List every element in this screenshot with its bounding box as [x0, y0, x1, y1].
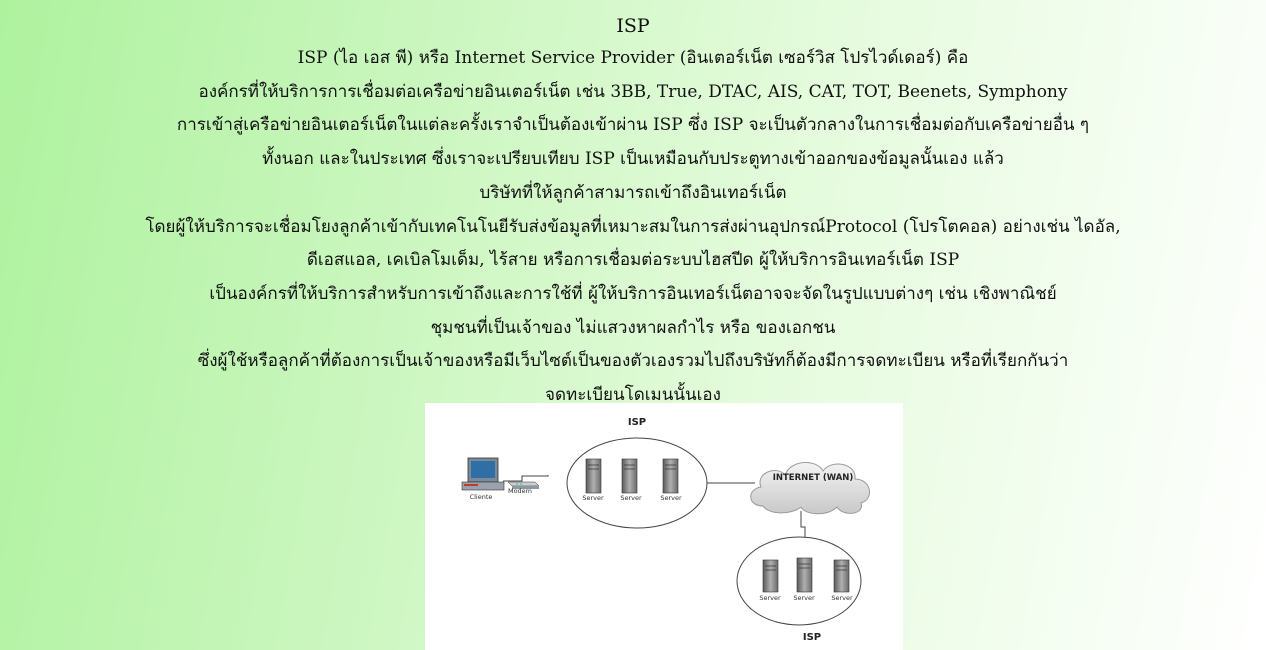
server-label: Server	[660, 494, 682, 502]
server-label: Server	[793, 594, 815, 602]
server-label: Server	[582, 494, 604, 502]
server-icon	[833, 559, 850, 593]
server-icon	[621, 458, 638, 494]
server-label: Server	[831, 594, 853, 602]
server-group-top: Server Server Server	[582, 458, 682, 502]
server-label: Server	[759, 594, 781, 602]
body-line-7: ดีเอสแอล, เคเบิลโมเด็ม, ไร้สาย หรือการเช…	[306, 250, 960, 271]
server-group-bottom: Server Server Server	[759, 557, 853, 602]
client-label: Cliente	[470, 493, 493, 501]
diagram-svg: ISP Server Server Server	[461, 417, 870, 643]
body-line-9: ชุมชนที่เป็นเจ้าของ ไม่แสวงหาผลกำไร หรือ…	[430, 317, 836, 338]
page-title: ISP	[616, 15, 650, 37]
server-label: Server	[620, 494, 642, 502]
body-line-11: จดทะเบียนโดเมนนั้นเอง	[545, 385, 721, 406]
article: ISP ISP (ไอ เอส พี) หรือ Internet Servic…	[0, 10, 1266, 413]
server-icon	[662, 458, 679, 494]
internet-label: INTERNET (WAN)	[773, 473, 854, 483]
body-line-5: บริษัทที่ให้ลูกค้าสามารถเข้าถึงอินเทอร์เ…	[479, 182, 787, 203]
server-icon	[796, 557, 813, 593]
isp-bottom-label: ISP	[803, 632, 821, 643]
body-line-6: โดยผู้ให้บริการจะเชื่อมโยงลูกค้าเข้ากับเ…	[145, 216, 1121, 237]
body-line-4: ทั้งนอก และในประเทศ ซึ่งเราจะเปรียบเทียบ…	[262, 149, 1004, 170]
server-icon	[762, 559, 779, 593]
isp-top-label: ISP	[628, 417, 646, 428]
modem-label: Modem	[508, 487, 532, 495]
body-line-3: การเข้าสู่เครือข่ายอินเตอร์เน็ตในแต่ละคร…	[176, 115, 1090, 136]
client-computer-icon	[461, 457, 505, 491]
isp-network-diagram: ISP Server Server Server	[425, 403, 903, 650]
modem-icon	[507, 481, 540, 489]
article-body: ISP (ไอ เอส พี) หรือ Internet Service Pr…	[0, 42, 1266, 413]
internet-cloud-icon	[750, 462, 870, 515]
body-line-2: องค์กรที่ให้บริการการเชื่อมต่อเครือข่ายอ…	[198, 81, 1068, 102]
body-line-8: เป็นองค์กรที่ให้บริการสำหรับการเข้าถึงแล…	[209, 283, 1057, 304]
server-icon	[585, 458, 602, 494]
body-line-1: ISP (ไอ เอส พี) หรือ Internet Service Pr…	[297, 48, 969, 68]
body-line-10: ซึ่งผู้ใช้หรือลูกค้าที่ต้องการเป็นเจ้าขอ…	[197, 351, 1069, 372]
